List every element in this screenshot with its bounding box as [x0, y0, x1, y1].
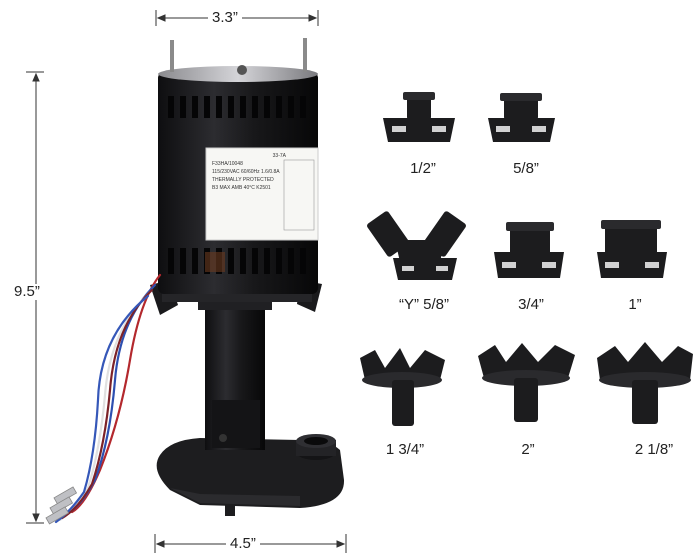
motor-label-line1: 33-7A: [272, 153, 286, 159]
fitting-y-five-eighths-inch: [367, 211, 466, 280]
fitting-one-inch: [597, 220, 667, 278]
fitting-half-inch: [383, 92, 455, 142]
motor-label-line5: B3 MAX AMB 40°C K2501: [212, 185, 271, 191]
fitting-label: 2 1/8”: [634, 441, 674, 458]
fitting-label: 2”: [521, 441, 535, 458]
fitting-label: 1”: [628, 296, 642, 313]
pump-base: [156, 434, 345, 516]
impeller-one-three-quarter-inch: [360, 348, 445, 426]
lead-wires: [54, 273, 162, 524]
fitting-three-quarter-inch: [494, 222, 564, 278]
motor-label-line4: THERMALLY PROTECTED: [212, 177, 274, 183]
motor-label-line2: F33HA/10048: [212, 161, 243, 167]
fitting-five-eighths-inch: [488, 93, 555, 142]
impeller-two-and-one-eighth-inch: [597, 342, 693, 424]
motor-label-line3: 115/230VAC 60/60Hz 1.6/0.8A: [212, 169, 280, 175]
impeller-two-inch: [478, 343, 575, 422]
fitting-label: 3/4”: [518, 296, 544, 313]
base-width-label: 4.5”: [226, 536, 260, 552]
fitting-label: 1/2”: [410, 160, 436, 177]
fitting-label: 1 3/4”: [385, 441, 425, 458]
fitting-label: “Y” 5/8”: [398, 296, 450, 313]
motor-label-text: 33-7A F33HA/10048 115/230VAC 60/60Hz 1.6…: [212, 152, 312, 192]
fitting-label: 5/8”: [513, 160, 539, 177]
motor-rating-label: [205, 147, 319, 241]
height-label: 9.5”: [10, 284, 44, 300]
pump-column: [198, 296, 272, 450]
top-width-label: 3.3”: [208, 10, 242, 26]
